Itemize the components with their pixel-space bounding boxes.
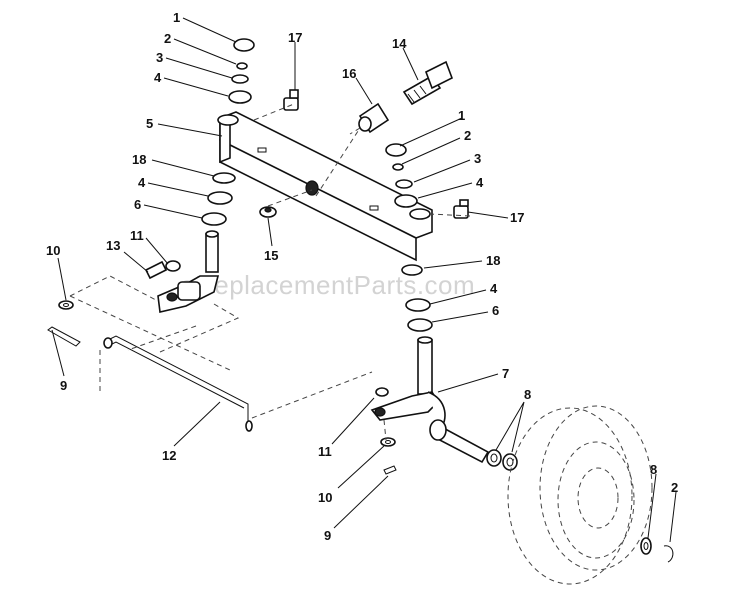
cotter-pin-9-left: [47, 326, 81, 347]
left-bolt-13: [144, 260, 181, 280]
callout-13: 13: [106, 238, 120, 253]
nut-15: [259, 206, 277, 218]
tie-rod: [103, 335, 253, 432]
washers-8: [486, 449, 518, 471]
callout-17: 17: [288, 30, 302, 45]
callout-5: 5: [146, 116, 153, 131]
callout-2: 2: [164, 31, 171, 46]
callout-1: 1: [173, 10, 180, 25]
right-lower-washers: [401, 264, 433, 332]
callout-11: 11: [318, 444, 332, 459]
callout-1: 1: [458, 108, 465, 123]
callout-4: 4: [490, 281, 498, 296]
washer-10-right: [380, 437, 396, 447]
grease-fitting-17-top: [283, 89, 299, 111]
callout-4: 4: [476, 175, 484, 190]
cotter-pin-9-right: [383, 465, 397, 475]
left-lower-washers: [201, 172, 236, 226]
callout-6: 6: [492, 303, 499, 318]
callout-9: 9: [324, 528, 331, 543]
callout-12: 12: [162, 448, 176, 463]
left-upper-hardware: [228, 38, 255, 104]
callout-9: 9: [60, 378, 67, 393]
callout-3: 3: [474, 151, 481, 166]
callout-8: 8: [524, 387, 531, 402]
right-spindle: [370, 336, 490, 464]
spacer-16: [358, 102, 390, 134]
callout-6: 6: [134, 197, 141, 212]
callout-8: 8: [650, 462, 657, 477]
assembly-lines: [69, 103, 471, 441]
callout-18: 18: [132, 152, 146, 167]
callout-2: 2: [671, 480, 678, 495]
callout-15: 15: [264, 248, 278, 263]
callout-3: 3: [156, 50, 163, 65]
bolt-14: [402, 60, 454, 106]
wheel-outline: [507, 405, 653, 585]
right-upper-hardware: [385, 143, 418, 208]
callout-17: 17: [510, 210, 524, 225]
callout-2: 2: [464, 128, 471, 143]
right-nut-11: [375, 387, 389, 397]
callout-10: 10: [318, 490, 332, 505]
callout-4: 4: [154, 70, 162, 85]
retaining-ring-2: [663, 545, 674, 563]
watermark-text: eReplacementParts.com: [180, 270, 475, 300]
washer-8-wheel: [640, 537, 652, 555]
callout-18: 18: [486, 253, 500, 268]
callout-16: 16: [342, 66, 356, 81]
washer-10-left: [58, 300, 74, 310]
axle-beam: [217, 111, 433, 262]
left-spindle: [157, 230, 220, 313]
callout-4: 4: [138, 175, 146, 190]
callout-7: 7: [502, 366, 509, 381]
leader-lines: [51, 17, 677, 543]
callout-11: 11: [130, 228, 144, 243]
callout-labels: 1 2 3 4 5 18 4 6 10 11 13 9 12 15 17 16 …: [46, 10, 678, 543]
callout-14: 14: [392, 36, 407, 51]
callout-10: 10: [46, 243, 60, 258]
